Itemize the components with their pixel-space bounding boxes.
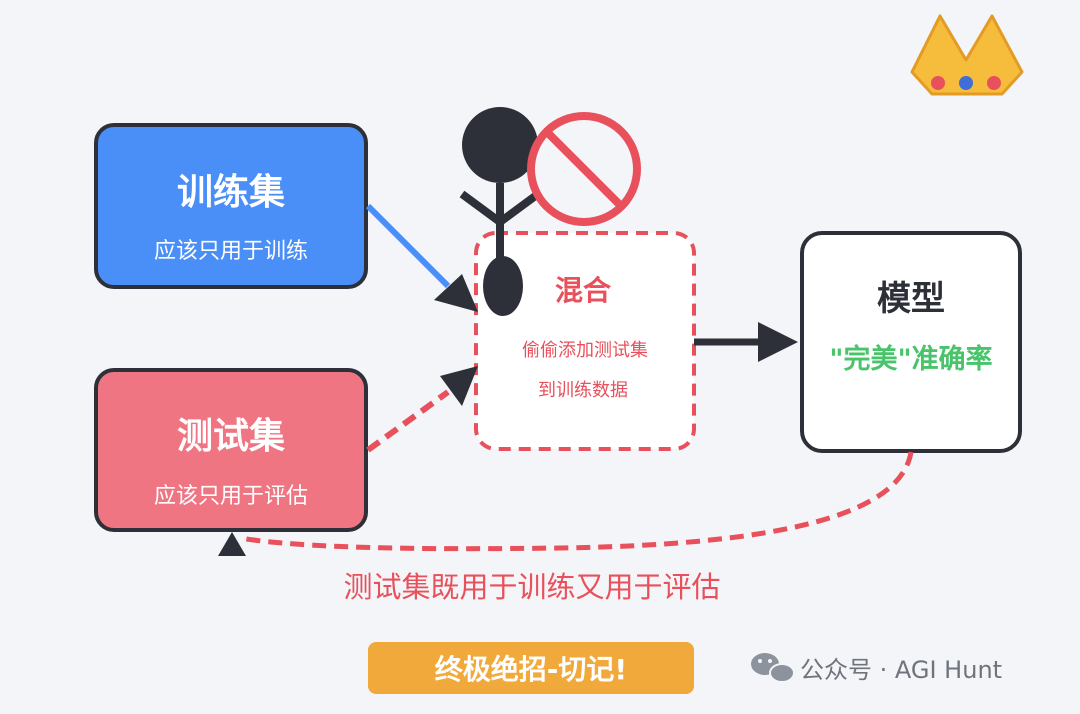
- model-accuracy-quote: "完美": [829, 343, 911, 375]
- model-accuracy-rest: 准确率: [912, 343, 993, 375]
- train-set-box: 训练集 应该只用于训练: [94, 123, 368, 289]
- train-set-subtitle: 应该只用于训练: [154, 239, 308, 264]
- loop-caption: 测试集既用于训练又用于评估: [343, 570, 720, 604]
- banner-label: 终极绝招-切记!: [435, 653, 627, 686]
- banner: 终极绝招-切记!: [368, 642, 694, 694]
- test-set-subtitle: 应该只用于评估: [154, 484, 308, 509]
- wechat-watermark: 公众号 · AGI Hunt: [751, 653, 1002, 684]
- prohibited-icon: [527, 112, 641, 226]
- wechat-icon: [751, 653, 795, 683]
- crown-icon: [910, 14, 1024, 96]
- person-icon: [459, 107, 541, 316]
- mix-line-2: 到训练数据: [538, 380, 628, 401]
- model-title: 模型: [877, 279, 945, 319]
- mix-box: 混合 偷偷添加测试集 到训练数据: [474, 231, 696, 451]
- model-accuracy: "完美"准确率: [829, 343, 992, 375]
- model-box: 模型 "完美"准确率: [800, 231, 1022, 453]
- arrow-train-to-mix: [365, 203, 478, 312]
- watermark-source: 公众号 · AGI Hunt: [800, 656, 1002, 684]
- train-set-title: 训练集: [177, 172, 285, 213]
- arrow-mix-to-model: [694, 322, 798, 362]
- arrow-model-to-test-loop: [218, 451, 914, 556]
- test-set-title: 测试集: [177, 416, 285, 457]
- mix-line-1: 偷偷添加测试集: [522, 340, 648, 361]
- arrow-test-to-mix: [366, 366, 478, 453]
- mix-title: 混合: [555, 274, 612, 307]
- test-set-box: 测试集 应该只用于评估: [94, 368, 368, 532]
